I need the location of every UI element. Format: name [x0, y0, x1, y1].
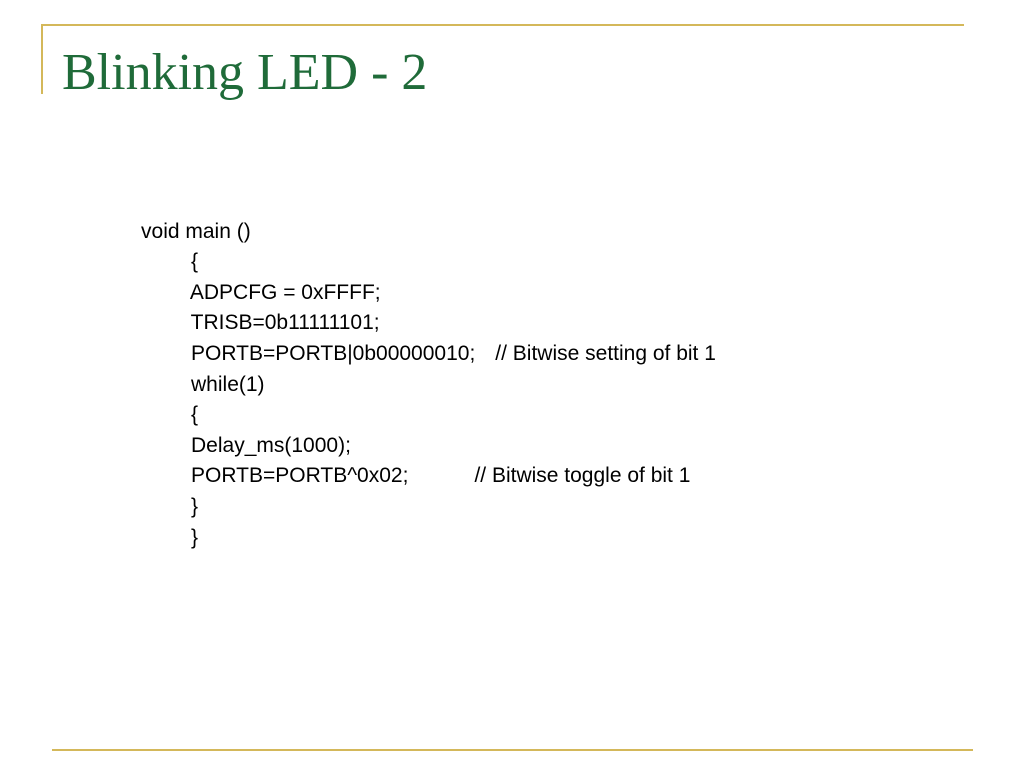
code-line: PORTB=PORTB|0b00000010; // Bitwise settin…	[106, 308, 716, 365]
code-line: ADPCFG = 0xFFFF;	[106, 247, 716, 304]
code-line: {	[106, 217, 716, 273]
code-text: }	[191, 525, 199, 549]
code-line: TRISB=0b11111101;	[106, 278, 716, 334]
slide-title: Blinking LED - 2	[62, 44, 428, 101]
code-line: {	[106, 370, 716, 426]
top-accent-line	[41, 24, 964, 26]
code-block: void main () { ADPCFG = 0xFFFF; TRISB=0b…	[106, 186, 716, 549]
code-text: PORTB=PORTB^0x02;	[191, 464, 409, 488]
code-text: Delay_ms(1000);	[191, 433, 351, 457]
bottom-accent-line	[52, 749, 973, 751]
code-text: ADPCFG = 0xFFFF;	[189, 280, 381, 304]
code-line: while(1)	[106, 339, 716, 396]
code-line: }	[106, 492, 716, 549]
code-text: TRISB=0b11111101;	[190, 311, 380, 335]
code-text: PORTB=PORTB|0b00000010;	[191, 341, 476, 365]
code-line: PORTB=PORTB^0x02; // Bitwise toggle of bi…	[106, 431, 716, 487]
code-comment: // Bitwise toggle of bit 1	[474, 464, 691, 488]
code-line: Delay_ms(1000);	[106, 400, 716, 457]
code-comment: // Bitwise setting of bit 1	[495, 341, 716, 365]
code-text: void main ()	[141, 219, 251, 243]
code-line: }	[106, 461, 716, 518]
code-text: }	[191, 494, 199, 518]
code-line: void main ()	[106, 186, 716, 243]
code-text: {	[191, 250, 199, 274]
code-text: {	[191, 403, 199, 427]
left-accent-line	[41, 24, 43, 94]
code-text: while(1)	[191, 372, 265, 396]
